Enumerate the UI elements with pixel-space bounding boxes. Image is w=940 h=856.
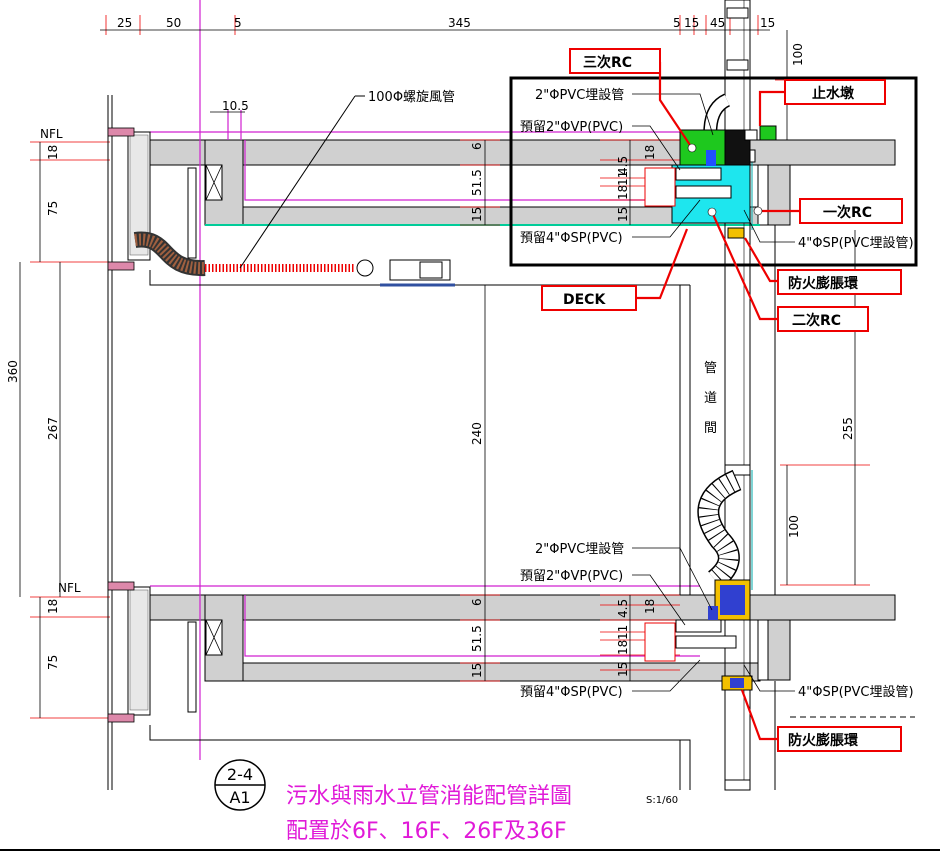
finish-lines <box>150 0 700 760</box>
dimension-lines <box>19 29 856 718</box>
callout-rc2: 二次RC <box>792 312 841 329</box>
dim-15f: 15 <box>616 662 630 677</box>
dim-6a: 6 <box>470 142 484 150</box>
dim-75a: 75 <box>46 201 60 216</box>
dim-75b: 75 <box>46 655 60 670</box>
dim-10-5: 10.5 <box>222 99 249 113</box>
label-sp-sleeve-bot: 4"ΦSP(PVC埋設管) <box>798 684 914 700</box>
mid-dimension-labels: 6 51.5 15 240 6 51.5 15 4.5 18 11 18 15 … <box>470 142 657 678</box>
callout-fire-ring-2: 防火膨脹環 <box>788 732 859 749</box>
right-structure <box>774 225 915 790</box>
label-shaft-3: 間 <box>704 421 717 436</box>
dim-5b: 5 <box>673 16 681 30</box>
sheet-number: A1 <box>229 788 250 807</box>
dim-45: 45 <box>710 16 725 30</box>
detail-frame <box>509 76 918 267</box>
curtain-wall <box>107 95 223 790</box>
label-pvc-sleeve-top: 2"ΦPVC埋設管 <box>535 87 624 103</box>
label-spiral-duct: 100Φ螺旋風管 <box>368 90 455 105</box>
dim-345: 345 <box>448 16 471 30</box>
nfl-lower: NFL <box>58 581 81 595</box>
dim-50: 50 <box>166 16 181 30</box>
callout-leaders <box>636 62 800 741</box>
label-vp-reserve-top: 預留2"ΦVP(PVC) <box>520 120 623 135</box>
dim-51-5a: 51.5 <box>470 169 484 196</box>
leader-dots <box>687 143 763 217</box>
dim-360: 360 <box>6 360 20 383</box>
dim-18c: 18 <box>643 145 657 160</box>
dim-4-5a: 4.5 <box>616 156 630 175</box>
label-sp-reserve-bot: 預留4"ΦSP(PVC) <box>520 685 623 700</box>
spiral-duct <box>133 95 455 287</box>
label-shaft-1: 管 <box>704 361 717 376</box>
dim-15b: 15 <box>760 16 775 30</box>
drawing-scale: S:1/60 <box>646 795 678 806</box>
callout-rc3: 三次RC <box>583 54 632 71</box>
annotation-labels: 100Φ螺旋風管 2"ΦPVC埋設管 預留2"ΦVP(PVC) 預留4"ΦSP(… <box>368 87 914 700</box>
label-pvc-sleeve-bot: 2"ΦPVC埋設管 <box>535 541 624 557</box>
lower-slab <box>149 594 896 682</box>
label-shaft-2: 道 <box>704 391 717 406</box>
dim-4-5b: 4.5 <box>616 599 630 618</box>
dim-18e: 18 <box>643 599 657 614</box>
left-dimension-labels: NFL 18 75 360 267 NFL 18 75 <box>6 127 81 670</box>
callout-curb: 止水墩 <box>812 85 855 102</box>
dim-15a: 15 <box>684 16 699 30</box>
dim-18d: 18 <box>616 185 630 200</box>
label-vp-reserve-bot: 預留2"ΦVP(PVC) <box>520 569 623 584</box>
right-dimension-labels: 255 100 <box>787 417 855 538</box>
upper-slab <box>149 139 896 226</box>
leaders <box>632 93 795 692</box>
dim-100: 100 <box>791 43 805 66</box>
title-block: 2-4 A1 污水與雨水立管消能配管詳圖 S:1/60 配置於6F、16F、26… <box>214 759 678 844</box>
dim-11a: 11 <box>616 171 630 186</box>
label-sp-reserve-top: 預留4"ΦSP(PVC) <box>520 231 623 246</box>
dim-15e: 15 <box>616 207 630 222</box>
dim-100b: 100 <box>787 515 801 538</box>
lower-rc-zone <box>644 579 753 691</box>
dim-11b: 11 <box>616 625 630 640</box>
dim-18b: 18 <box>46 599 60 614</box>
callout-rc1: 一次RC <box>823 204 872 221</box>
callout-boxes: 三次RC 止水墩 一次RC 防火膨脹環 DECK 二次RC 防火膨脹環 <box>541 48 903 752</box>
dim-5a: 5 <box>234 16 242 30</box>
dim-18f: 18 <box>616 640 630 655</box>
top-dimension-labels: 25 50 5 345 5 15 45 15 100 10.5 <box>117 16 805 113</box>
label-sp-sleeve-top: 4"ΦSP(PVC埋設管) <box>798 235 914 251</box>
nfl-upper: NFL <box>40 127 63 141</box>
callout-deck: DECK <box>563 292 606 308</box>
dim-25: 25 <box>117 16 132 30</box>
drawing-title: 污水與雨水立管消能配管詳圖 <box>286 784 572 809</box>
dim-255: 255 <box>841 417 855 440</box>
detail-number: 2-4 <box>227 765 253 784</box>
ceiling-lines <box>149 270 691 790</box>
dim-6b: 6 <box>470 598 484 606</box>
drawing-subtitle: 配置於6F、16F、26F及36F <box>286 819 567 844</box>
dim-18a: 18 <box>46 145 60 160</box>
dim-15d: 15 <box>470 663 484 678</box>
dim-15c: 15 <box>470 207 484 222</box>
dim-240: 240 <box>470 422 484 445</box>
dim-51-5b: 51.5 <box>470 625 484 652</box>
dim-267: 267 <box>46 417 60 440</box>
callout-fire-ring-1: 防火膨脹環 <box>788 275 859 292</box>
